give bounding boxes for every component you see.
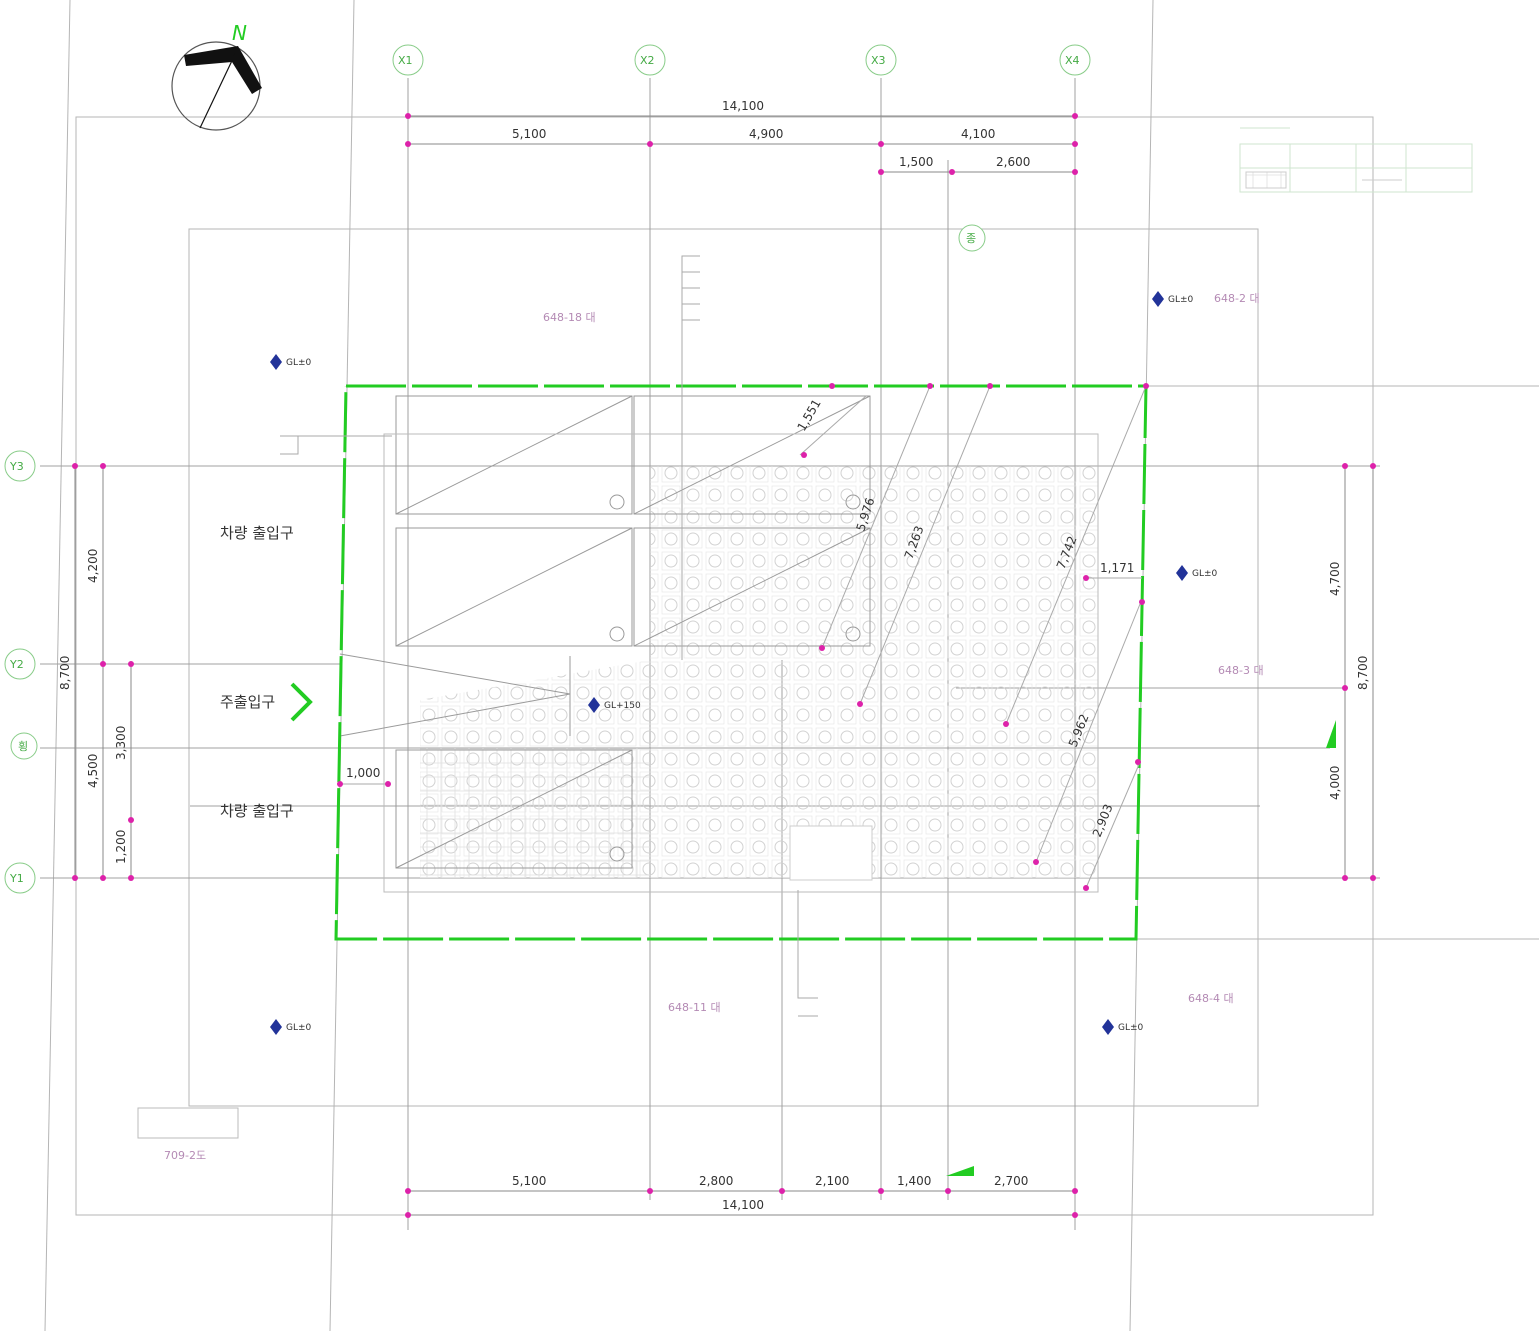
dim-bottom-4: 1,400 xyxy=(897,1174,931,1188)
lot-labels: 648-18 대 648-2 대 648-3 대 648-11 대 648-4 … xyxy=(137,292,1264,1162)
entrance-labels: 차량 출입구 주출입구 차량 출입구 xyxy=(220,524,313,820)
dim-bottom-5: 2,700 xyxy=(994,1174,1028,1188)
dim-bottom-2: 2,800 xyxy=(699,1174,733,1188)
road-number: 709-2도 xyxy=(164,1149,206,1162)
lot-bottom-right: 648-4 대 xyxy=(1188,992,1234,1005)
dim-right-overall: 8,700 xyxy=(1356,656,1370,690)
level-marker-icon xyxy=(270,1019,282,1035)
dim-left-upper: 4,200 xyxy=(86,549,100,583)
level-marker-icon xyxy=(270,354,282,370)
dim-top-1: 5,100 xyxy=(512,127,546,141)
axis-x2: X2 xyxy=(640,54,655,67)
gl-markers: GL±0 GL±0 GL±0 GL+150 GL±0 GL±0 xyxy=(270,291,1218,1035)
dim-offset-right: 1,171 xyxy=(1100,561,1134,575)
gl-marker-center: GL+150 xyxy=(588,697,641,713)
dim-left-overall: 8,700 xyxy=(58,656,72,690)
svg-text:GL±0: GL±0 xyxy=(1168,295,1194,305)
dim-top-4: 1,500 xyxy=(899,155,933,169)
svg-text:GL±0: GL±0 xyxy=(1192,569,1218,579)
setback-lines xyxy=(340,385,1147,889)
gl-marker-bottom-left: GL±0 xyxy=(270,1019,312,1035)
building-hatch xyxy=(420,466,1100,881)
dim-top-overall: 14,100 xyxy=(722,99,764,113)
dim-right-lower: 4,000 xyxy=(1328,766,1342,800)
leader-lines xyxy=(280,255,818,1017)
dim-left-mid: 3,300 xyxy=(114,726,128,760)
svg-text:GL±0: GL±0 xyxy=(286,358,312,368)
dims-left: 8,700 4,200 4,500 3,300 1,200 xyxy=(58,463,134,881)
level-marker-icon xyxy=(588,697,600,713)
dim-right-upper: 4,700 xyxy=(1328,562,1342,596)
dim-bottom-overall: 14,100 xyxy=(722,1198,764,1212)
main-entrance: 주출입구 xyxy=(220,693,275,711)
svg-text:GL±0: GL±0 xyxy=(1118,1023,1144,1033)
dims-right: 8,700 4,700 4,000 xyxy=(1326,463,1376,881)
gl-marker-right: GL±0 xyxy=(1176,565,1218,581)
gl-marker-top-right: GL±0 xyxy=(1152,291,1194,307)
vehicle-entrance-bottom: 차량 출입구 xyxy=(220,802,294,820)
axis-y3: Y3 xyxy=(9,460,24,473)
axis-x3: X3 xyxy=(871,54,886,67)
section-mark-top: 종 xyxy=(966,232,976,245)
inner-dim-points xyxy=(337,383,1149,891)
dim-left-small: 1,200 xyxy=(114,830,128,864)
level-marker-icon xyxy=(1102,1019,1114,1035)
lot-bottom: 648-11 대 xyxy=(668,1001,721,1014)
north-arrow: N xyxy=(171,21,262,131)
site-boundary xyxy=(334,384,1148,941)
dim-offset-left: 1,000 xyxy=(346,766,380,780)
gl-marker-bottom-right: GL±0 xyxy=(1102,1019,1144,1035)
svg-text:GL+150: GL+150 xyxy=(604,701,641,711)
vehicle-entrance-top: 차량 출입구 xyxy=(220,524,294,542)
axis-x4: X4 xyxy=(1065,54,1080,67)
legend-box xyxy=(1239,127,1473,193)
dim-diag-1: 1,551 xyxy=(794,397,823,434)
north-label: N xyxy=(232,21,247,45)
lot-top-right: 648-2 대 xyxy=(1214,292,1260,305)
gl-marker-top-left: GL±0 xyxy=(270,354,312,370)
parking-stalls xyxy=(339,395,1099,893)
main-entrance-arrow-icon xyxy=(290,682,313,722)
level-marker-icon xyxy=(1152,291,1164,307)
dim-bottom-1: 5,100 xyxy=(512,1174,546,1188)
section-marks: 종 횡 xyxy=(10,224,986,760)
axis-y2: Y2 xyxy=(9,658,24,671)
axis-y1: Y1 xyxy=(9,872,24,885)
dim-top-2: 4,900 xyxy=(749,127,783,141)
dim-left-lower: 4,500 xyxy=(86,754,100,788)
dim-bottom-3: 2,100 xyxy=(815,1174,849,1188)
dims-bottom: 5,100 2,800 2,100 1,400 2,700 14,100 xyxy=(405,1166,1078,1218)
dims-top: 14,100 5,100 4,900 4,100 1,500 2,600 xyxy=(405,99,1078,175)
lot-top: 648-18 대 xyxy=(543,311,596,324)
dim-top-3: 4,100 xyxy=(961,127,995,141)
row-bubbles-y: Y3 Y2 Y1 xyxy=(4,450,36,894)
lot-right: 648-3 대 xyxy=(1218,664,1264,677)
level-marker-icon xyxy=(1176,565,1188,581)
axis-x1: X1 xyxy=(398,54,413,67)
dim-top-5: 2,600 xyxy=(996,155,1030,169)
section-mark-left: 횡 xyxy=(18,740,28,753)
svg-text:GL±0: GL±0 xyxy=(286,1023,312,1033)
column-bubbles-x: X1 X2 X3 X4 xyxy=(392,44,1091,76)
